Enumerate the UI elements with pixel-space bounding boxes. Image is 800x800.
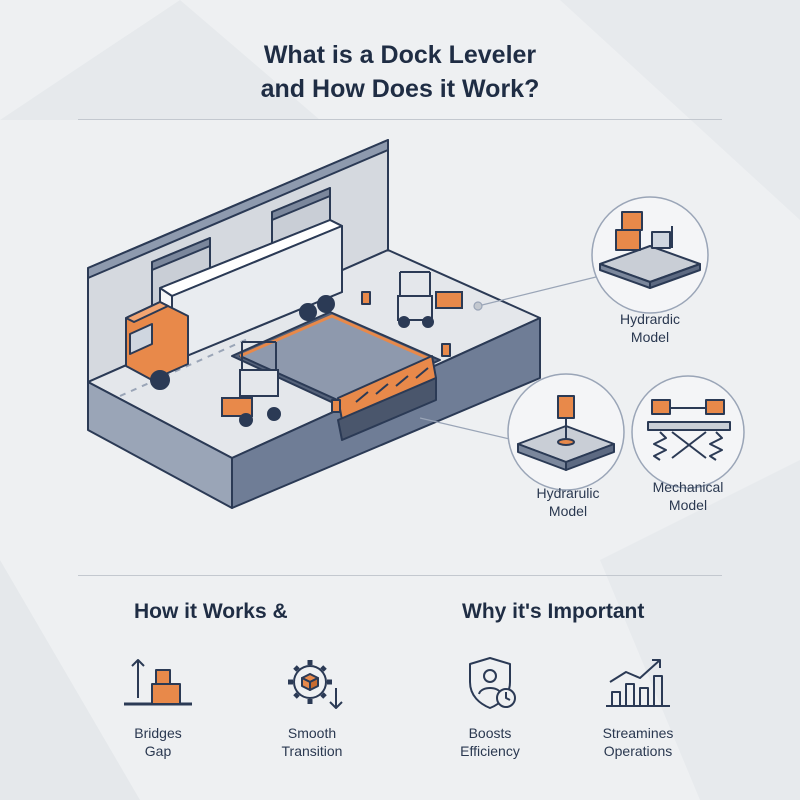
feature-3-line-2: Efficiency [460, 743, 520, 759]
top-divider [78, 119, 722, 120]
callout-label-hydraulic-1: Hydrardic Model [598, 310, 702, 346]
forklift-back [397, 271, 463, 328]
feature-4-line-2: Operations [603, 743, 673, 759]
feature-4-line-1: Streamines [602, 725, 674, 741]
page-title: What is a Dock Leveler and How Does it W… [0, 38, 800, 106]
bottom-divider [78, 575, 722, 576]
callout-2-line-2: Model [548, 503, 588, 519]
callout-2-line-1: Hydrarulic [536, 485, 600, 501]
feature-2-line-2: Transition [281, 743, 343, 759]
callout-hydraulic-platform [591, 196, 709, 314]
section-why-heading: Why it's Important [462, 600, 645, 623]
shield-person-clock-icon [469, 657, 516, 709]
gear-box-icon [288, 660, 343, 709]
hydraulic-cylinder-icon [517, 395, 615, 471]
bridge-gap-icon [124, 659, 192, 706]
feature-1-line-1: Bridges [134, 725, 182, 741]
callout-1-line-1: Hydrardic [620, 311, 680, 327]
title-line-2: and How Does it Work? [260, 75, 540, 103]
callout-mechanical [631, 375, 745, 489]
dock-illustration [87, 139, 745, 509]
callout-3-line-1: Mechanical [652, 479, 724, 495]
dock-left-face [87, 381, 233, 509]
forklift-front [221, 341, 281, 427]
mechanical-spring-icon [647, 399, 731, 461]
bar-chart-trend-icon [606, 659, 670, 707]
feature-1-line-2: Gap [144, 743, 172, 759]
section-how-heading: How it Works & [134, 600, 288, 623]
callout-label-mechanical: Mechanical Model [636, 478, 740, 514]
callout-label-hydraulic-2: Hydrarulic Model [516, 484, 620, 520]
feature-bridges-gap: Bridges Gap [98, 652, 218, 760]
wall-top-band [87, 139, 389, 279]
feature-2-line-1: Smooth [287, 725, 337, 741]
callout-3-line-2: Model [668, 497, 708, 513]
callout-hydraulic-cylinder [507, 373, 625, 491]
title-line-1: What is a Dock Leveler [263, 41, 537, 69]
feature-streamlines-operations: Streamines Operations [578, 652, 698, 760]
feature-boosts-efficiency: Boosts Efficiency [430, 652, 550, 760]
truck [125, 219, 343, 390]
hydraulic-platform-icon [599, 211, 701, 289]
feature-smooth-transition: Smooth Transition [252, 652, 372, 760]
feature-3-line-1: Boosts [468, 725, 512, 741]
callout-1-line-2: Model [630, 329, 670, 345]
